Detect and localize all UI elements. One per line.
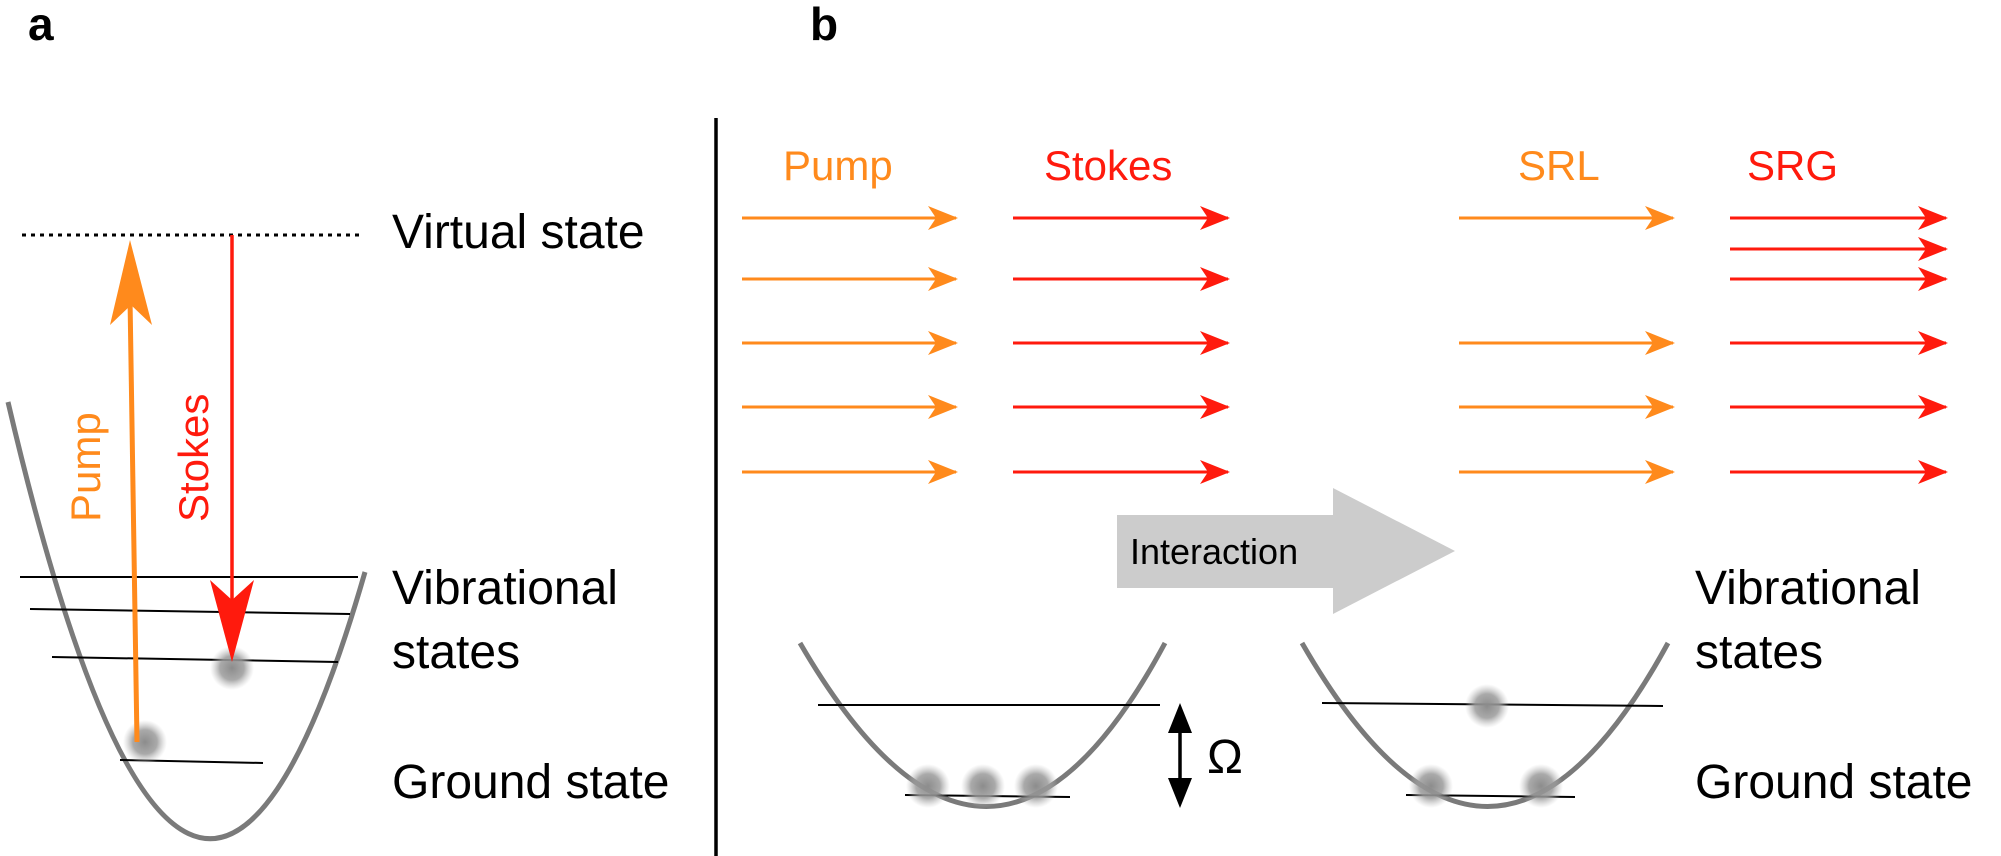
molecule-ground	[123, 720, 167, 764]
stokes-label-b: Stokes	[1044, 142, 1172, 189]
molecule-after-excited	[1465, 684, 1509, 728]
vibrational-level-2	[29, 608, 351, 615]
potential-well-b-after	[1299, 641, 1671, 809]
molecule-excited	[210, 646, 254, 690]
molecule-before-1	[906, 764, 950, 808]
srl-beams-out	[1459, 206, 1675, 484]
ground-state-label-b: Ground state	[1695, 756, 1973, 809]
pump-label-a: Pump	[62, 412, 109, 522]
srg-beams-out	[1730, 206, 1948, 484]
panel-a: a Pump Stokes Virtual state Vibrational …	[5, 0, 670, 841]
ground-state-label-a: Ground state	[392, 756, 670, 809]
vibrational-states-label-line1: Vibrational	[392, 562, 618, 615]
srl-label: SRL	[1518, 142, 1600, 189]
stokes-beams-in	[1013, 206, 1230, 484]
interaction-label: Interaction	[1130, 531, 1298, 572]
molecule-before-2	[961, 764, 1005, 808]
interaction-arrow	[1117, 488, 1455, 614]
virtual-state-label: Virtual state	[392, 206, 645, 259]
vibrational-states-label-b-line1: Vibrational	[1695, 562, 1921, 615]
vibrational-states-label-line2: states	[392, 626, 520, 679]
stokes-arrowhead	[210, 580, 254, 662]
omega-arrowhead-up	[1168, 703, 1192, 733]
panel-b-label: b	[810, 0, 838, 50]
molecule-after-ground-2	[1519, 764, 1563, 808]
vibrational-states-label-b-line2: states	[1695, 626, 1823, 679]
omega-double-arrow	[1168, 703, 1192, 808]
omega-label: Ω	[1207, 731, 1243, 784]
molecule-after-ground-1	[1409, 764, 1453, 808]
panel-b: b Pump Stokes SRL SRG	[742, 0, 1973, 809]
srg-label: SRG	[1747, 142, 1838, 189]
pump-beams-in	[742, 206, 958, 484]
vibrational-level-1	[51, 656, 339, 663]
panel-a-label: a	[28, 0, 54, 50]
potential-well-a	[5, 401, 368, 841]
pump-arrow-line	[127, 297, 140, 743]
pump-label-b: Pump	[783, 142, 893, 189]
stokes-label-a: Stokes	[170, 394, 217, 522]
pump-arrowhead	[110, 240, 152, 325]
omega-arrowhead-down	[1168, 778, 1192, 808]
molecule-before-3	[1014, 764, 1058, 808]
